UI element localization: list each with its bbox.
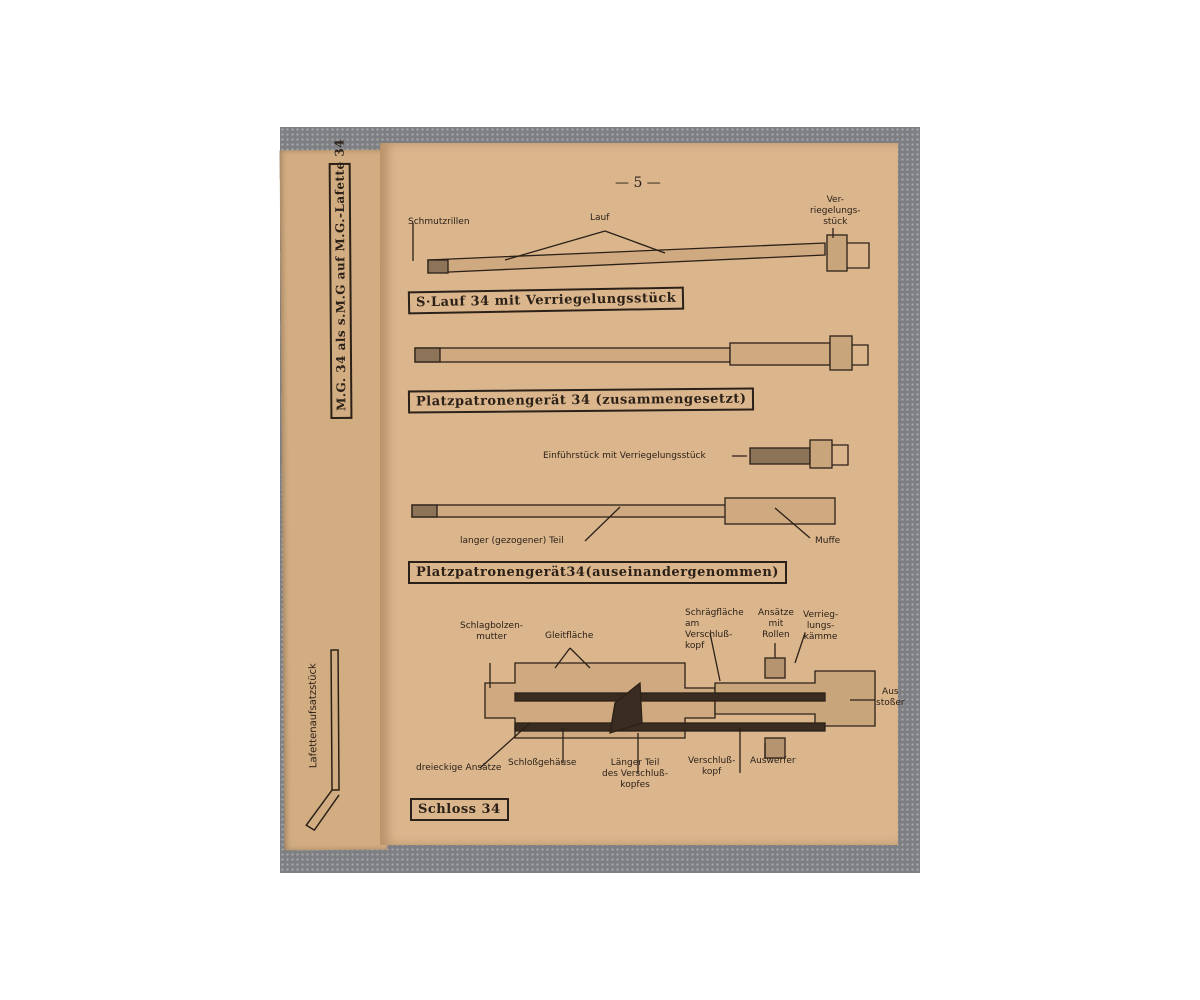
label-langer-teil: langer (gezogener) Teil: [460, 536, 564, 546]
caption-fig2: Platzpatronengerät 34 (zusammengesetzt): [407, 387, 755, 414]
label-schlagbolzenmutter: Schlagbolzen- mutter: [460, 621, 524, 642]
label-langer-teil-verschlusskopf: Länger Teil des Verschluß- kopfes: [602, 758, 669, 790]
right-page: — 5 — Schmutzrillen Lauf Ver- riegelungs…: [380, 143, 905, 845]
label-ansaetze-rollen: Ansätze mit Rollen: [758, 608, 794, 640]
label-schlossgehaeuse: Schloßgehäuse: [508, 758, 577, 768]
label-verriegelungsstueck: Ver- riegelungs- stück: [810, 195, 861, 227]
caption-fig3: Platzpatronengerät34(auseinandergenommen…: [408, 561, 787, 584]
left-page: M.G. 34 als s.M.G auf M.G.-Lafette 34 La…: [279, 139, 388, 851]
label-schraegflaeche: Schrägfläche am Verschluß- kopf: [685, 608, 744, 651]
label-dreieckige-ansaetze: dreieckige Ansätze: [416, 763, 502, 773]
page-number: — 5 —: [615, 175, 661, 191]
label-verschlusskopf: Verschluß- kopf: [688, 756, 736, 777]
caption-fig1: S·Lauf 34 mit Verriegelungsstück: [407, 286, 685, 315]
label-muffe: Muffe: [815, 536, 841, 546]
label-lauf: Lauf: [590, 213, 610, 223]
label-verriegelungskaemme: Verrieg- lungs- kämme: [803, 610, 839, 642]
lafettenaufsatzstueck-drawing: [305, 649, 340, 832]
caption-fig4: Schloss 34: [410, 798, 509, 821]
label-ausstosser: Aus stoßer: [876, 687, 905, 708]
label-auswerfer: Auswerfer: [750, 756, 796, 766]
label-schmutzrillen: Schmutzrillen: [408, 217, 470, 227]
technical-drawings: [411, 223, 876, 773]
label-einfuehrstueck: Einführstück mit Verriegelungsstück: [543, 451, 706, 461]
label-gleitflaeche: Gleitfläche: [545, 631, 594, 641]
